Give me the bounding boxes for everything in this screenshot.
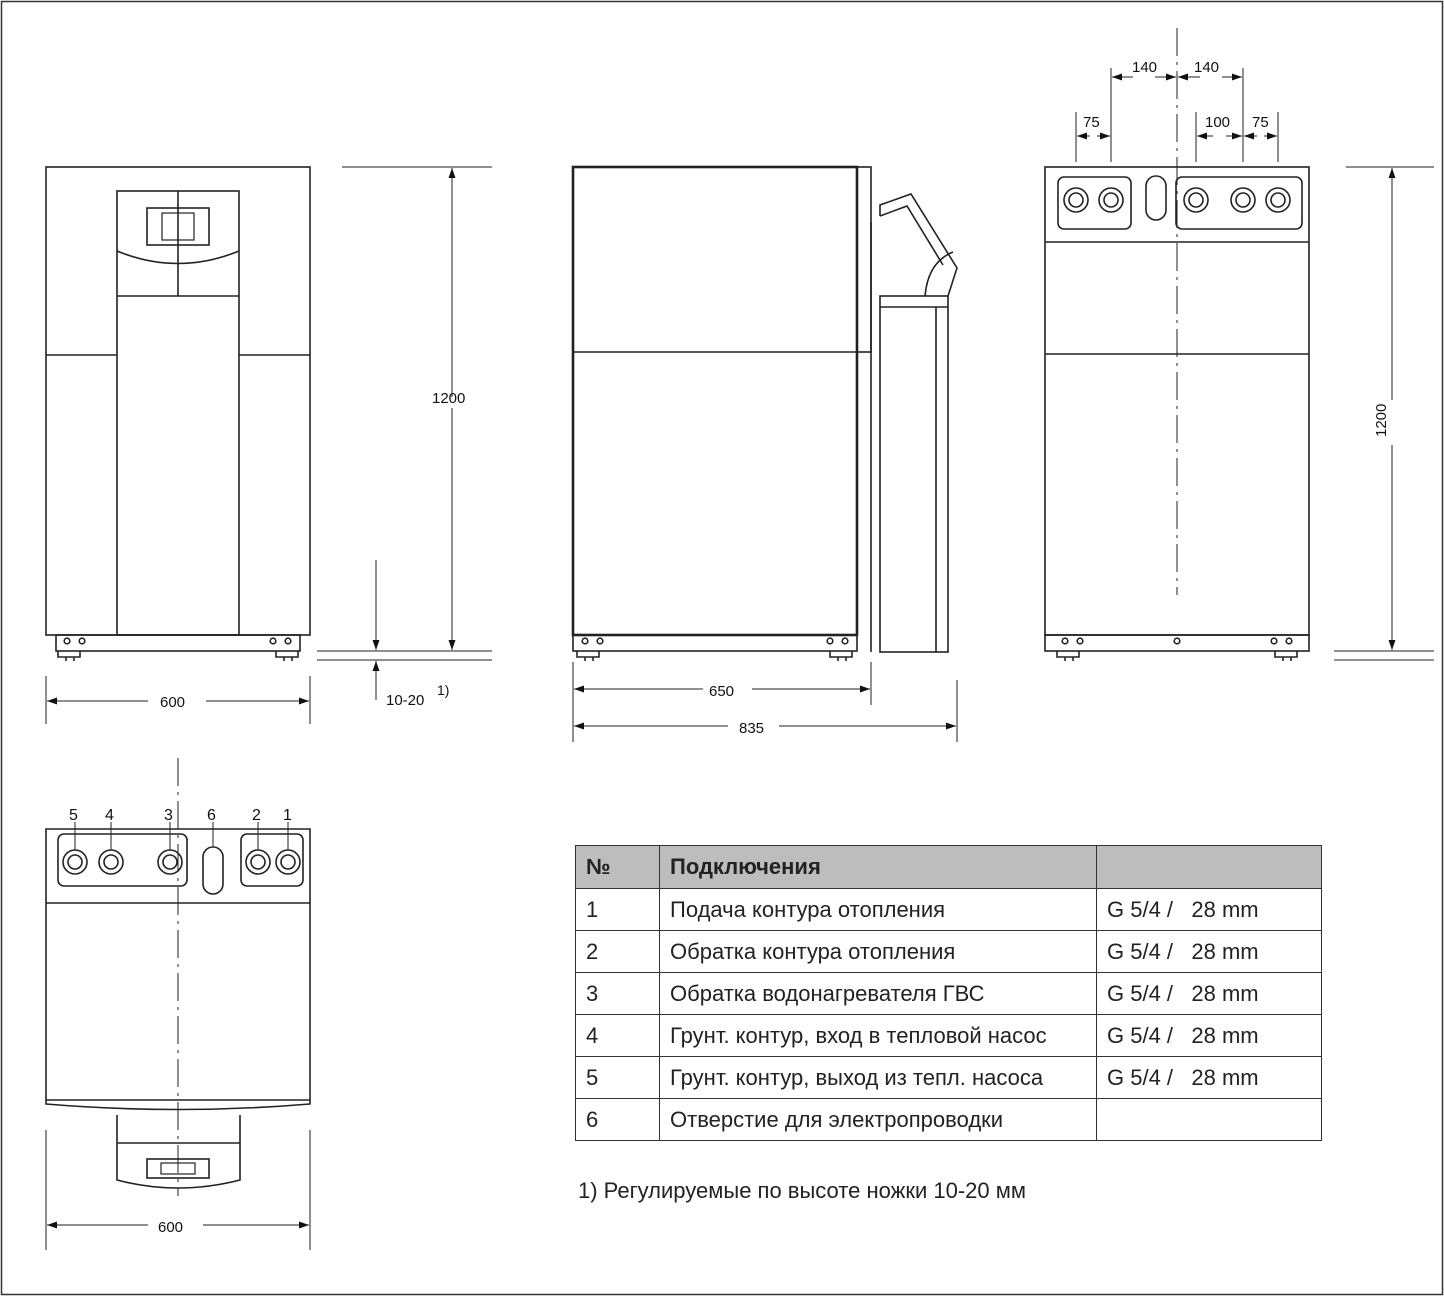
row-spec xyxy=(1096,1098,1322,1141)
side-dimensions xyxy=(572,662,958,742)
connection-number-1: 1 xyxy=(283,807,292,824)
front-base xyxy=(55,634,301,652)
row-spec: G 5/4 / 28 mm xyxy=(1096,1056,1322,1099)
row-name: Подача контура отопления xyxy=(659,888,1097,931)
rear-spacing-75-left: 75 xyxy=(1083,114,1100,131)
row-number: 4 xyxy=(575,1014,660,1057)
connection-number-4: 4 xyxy=(105,807,114,824)
rear-spacing-140-right: 140 xyxy=(1194,59,1219,76)
row-name: Грунт. контур, вход в тепловой насос xyxy=(659,1014,1097,1057)
top-view xyxy=(45,828,311,1189)
row-name: Обратка водонагревателя ГВС xyxy=(659,972,1097,1015)
row-number: 6 xyxy=(575,1098,660,1141)
connection-number-2: 2 xyxy=(252,807,261,824)
top-dimensions xyxy=(45,1130,311,1250)
rear-port-group-right xyxy=(1175,176,1303,230)
front-width-label: 600 xyxy=(160,694,185,711)
front-height-label: 1200 xyxy=(432,390,465,407)
side-total-depth-label: 835 xyxy=(739,720,764,737)
row-number: 2 xyxy=(575,930,660,973)
table-row: 2 Обратка контура отопления G 5/4 / 28 m… xyxy=(575,930,1322,973)
row-spec: G 5/4 / 28 mm xyxy=(1096,888,1322,931)
connection-number-5: 5 xyxy=(69,807,78,824)
rear-spacing-75-right: 75 xyxy=(1252,114,1269,131)
row-name: Отверстие для электропроводки xyxy=(659,1098,1097,1141)
rear-spacing-100: 100 xyxy=(1205,114,1230,131)
side-depth-label: 650 xyxy=(709,683,734,700)
row-spec: G 5/4 / 28 mm xyxy=(1096,930,1322,973)
connection-number-6: 6 xyxy=(207,807,216,824)
table-row: 4 Грунт. контур, вход в тепловой насос G… xyxy=(575,1014,1322,1057)
header-spec xyxy=(1096,845,1322,889)
table-row: 5 Грунт. контур, выход из тепл. насоса G… xyxy=(575,1056,1322,1099)
connections-table: № Подключения 1 Подача контура отопления… xyxy=(575,845,1322,1141)
row-number: 1 xyxy=(575,888,660,931)
connection-number-3: 3 xyxy=(164,807,173,824)
side-service-box xyxy=(879,295,949,653)
row-spec: G 5/4 / 28 mm xyxy=(1096,972,1322,1015)
control-display xyxy=(146,207,210,246)
side-view xyxy=(571,165,958,661)
footnote: 1) Регулируемые по высоте ножки 10-20 мм xyxy=(578,1178,1026,1203)
row-name: Обратка контура отопления xyxy=(659,930,1097,973)
row-number: 3 xyxy=(575,972,660,1015)
feet-footnote-mark: 1) xyxy=(437,682,449,698)
table-row: 3 Обратка водонагревателя ГВС G 5/4 / 28… xyxy=(575,972,1322,1015)
rear-port-group-left xyxy=(1057,176,1132,230)
rear-height-label: 1200 xyxy=(1373,404,1390,437)
top-cable-opening xyxy=(202,846,224,895)
header-connections: Подключения xyxy=(659,845,1097,889)
table-row: 6 Отверстие для электропроводки xyxy=(575,1098,1322,1141)
header-number: № xyxy=(575,845,660,889)
front-view xyxy=(45,166,311,661)
rear-view xyxy=(1044,166,1310,661)
front-dimensions xyxy=(45,166,492,724)
row-spec: G 5/4 / 28 mm xyxy=(1096,1014,1322,1057)
row-name: Грунт. контур, выход из тепл. насоса xyxy=(659,1056,1097,1099)
top-port-group-right xyxy=(240,833,304,887)
top-connection-leaders xyxy=(74,822,289,850)
top-width-label: 600 xyxy=(158,1219,183,1236)
top-port-group-left xyxy=(57,833,188,887)
rear-dimensions xyxy=(1075,68,1434,661)
top-body xyxy=(45,828,311,1111)
row-number: 5 xyxy=(575,1056,660,1099)
table-header-row: № Подключения xyxy=(575,845,1322,889)
table-row: 1 Подача контура отопления G 5/4 / 28 mm xyxy=(575,888,1322,931)
side-body xyxy=(571,165,859,637)
rear-cable-opening xyxy=(1145,175,1167,221)
rear-spacing-140-left: 140 xyxy=(1132,59,1157,76)
feet-height-label: 10-20 xyxy=(386,692,424,709)
